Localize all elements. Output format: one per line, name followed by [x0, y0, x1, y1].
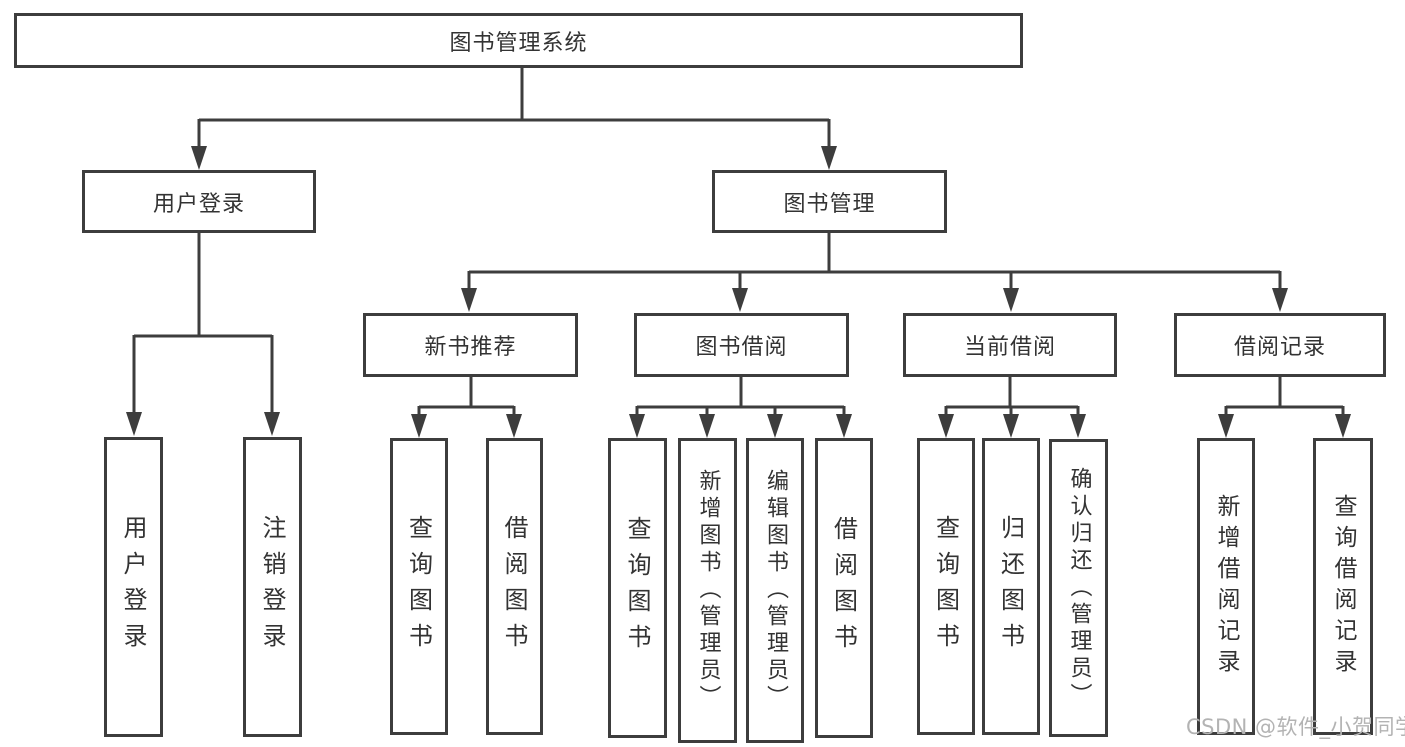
node-group-new-book-recommend: 新书推荐 — [363, 313, 578, 377]
node-label: 借阅图书 — [500, 514, 528, 659]
node-label: 查询借阅记录 — [1330, 493, 1356, 680]
node-label: 图书借阅 — [695, 335, 788, 360]
leaf-query-book-borrow: 查询图书 — [608, 438, 667, 738]
node-label: 确认归还（管理员） — [1066, 466, 1092, 710]
leaf-query-book-recommend: 查询图书 — [390, 438, 448, 735]
leaf-borrow-book-recommend: 借阅图书 — [486, 438, 543, 735]
leaf-borrow-book: 借阅图书 — [815, 438, 873, 738]
node-group-current-borrow: 当前借阅 — [903, 313, 1117, 377]
node-book-management: 图书管理 — [712, 170, 947, 233]
node-group-book-borrow: 图书借阅 — [634, 313, 849, 377]
node-label: 用户登录 — [119, 515, 147, 659]
node-label: 编辑图书（管理员） — [763, 469, 788, 712]
node-system-root: 图书管理系统 — [14, 13, 1023, 68]
node-label: 新增图书（管理员） — [695, 469, 721, 712]
node-label: 归还图书 — [996, 514, 1025, 659]
node-user-login: 用户登录 — [82, 170, 316, 233]
leaf-return-book: 归还图书 — [982, 438, 1040, 735]
node-group-borrow-records: 借阅记录 — [1174, 313, 1386, 377]
leaf-edit-book-admin: 编辑图书（管理员） — [746, 438, 804, 743]
node-label: 注销登录 — [258, 515, 286, 659]
node-label: 查询图书 — [931, 514, 960, 659]
node-label: 图书管理 — [783, 191, 876, 217]
leaf-add-borrow-record: 新增借阅记录 — [1197, 438, 1255, 735]
node-label: 借阅图书 — [829, 516, 858, 660]
leaf-user-login: 用户登录 — [104, 437, 163, 737]
node-label: 查询图书 — [623, 516, 651, 660]
leaf-logout: 注销登录 — [243, 437, 302, 737]
leaf-confirm-return-admin: 确认归还（管理员） — [1049, 439, 1108, 737]
leaf-query-book-current: 查询图书 — [917, 438, 975, 735]
node-label: 借阅记录 — [1233, 335, 1326, 360]
node-label: 新增借阅记录 — [1213, 493, 1239, 680]
node-label: 新书推荐 — [424, 335, 517, 360]
leaf-query-borrow-record: 查询借阅记录 — [1313, 438, 1373, 735]
node-label: 当前借阅 — [963, 335, 1056, 360]
csdn-watermark: CSDN @软件_小贺同学 — [1186, 715, 1405, 739]
node-label: 查询图书 — [404, 514, 433, 659]
node-label: 图书管理系统 — [449, 30, 588, 56]
leaf-add-book-admin: 新增图书（管理员） — [678, 438, 737, 743]
node-label: 用户登录 — [152, 191, 245, 217]
